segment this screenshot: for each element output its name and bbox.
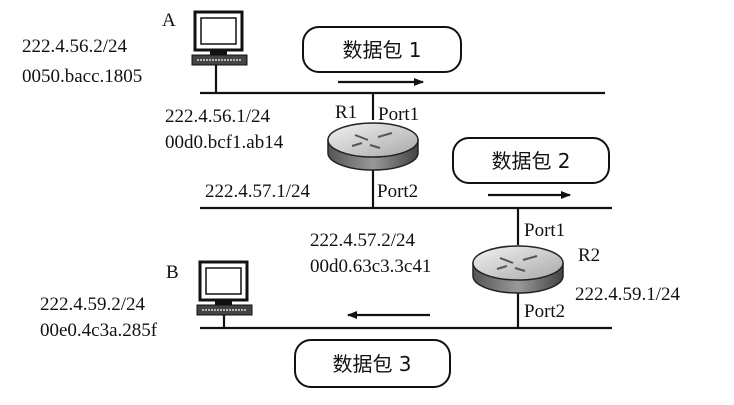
r2-port1-label: Port1 <box>524 220 565 241</box>
packet-2-box <box>452 137 610 184</box>
r1-port2-label: Port2 <box>377 181 418 202</box>
router-icon <box>327 122 419 171</box>
r1-port2-ip: 222.4.57.1/24 <box>205 181 311 202</box>
computer-icon <box>196 260 253 316</box>
r1-port1-mac: 00d0.bcf1.ab14 <box>165 132 284 153</box>
r1-port1-label: Port1 <box>378 104 419 125</box>
packet-1-label: 数据包 1 <box>342 38 421 62</box>
packet-3-box <box>294 339 451 388</box>
r2-name: R2 <box>578 245 600 266</box>
host-b-ip: 222.4.59.2/24 <box>40 294 146 315</box>
host-b-mac: 00e0.4c3a.285f <box>40 320 158 341</box>
packet-1-box <box>302 26 462 73</box>
r1-port1-ip: 222.4.56.1/24 <box>165 106 271 127</box>
r2-port2-label: Port2 <box>524 301 565 322</box>
host-a-mac: 0050.bacc.1805 <box>22 66 142 87</box>
host-a-name: A <box>162 10 176 31</box>
r1-name: R1 <box>335 102 357 123</box>
router-icon <box>472 245 564 294</box>
packet-2-label: 数据包 2 <box>491 149 570 173</box>
r2-port1-ip: 222.4.57.2/24 <box>310 230 416 251</box>
r2-port2-ip: 222.4.59.1/24 <box>575 284 681 305</box>
r2-port1-mac: 00d0.63c3.3c41 <box>310 256 431 277</box>
computer-icon <box>191 10 248 66</box>
host-a-ip: 222.4.56.2/24 <box>22 36 128 57</box>
packet-3-label: 数据包 3 <box>332 352 411 376</box>
host-b-name: B <box>166 262 179 283</box>
